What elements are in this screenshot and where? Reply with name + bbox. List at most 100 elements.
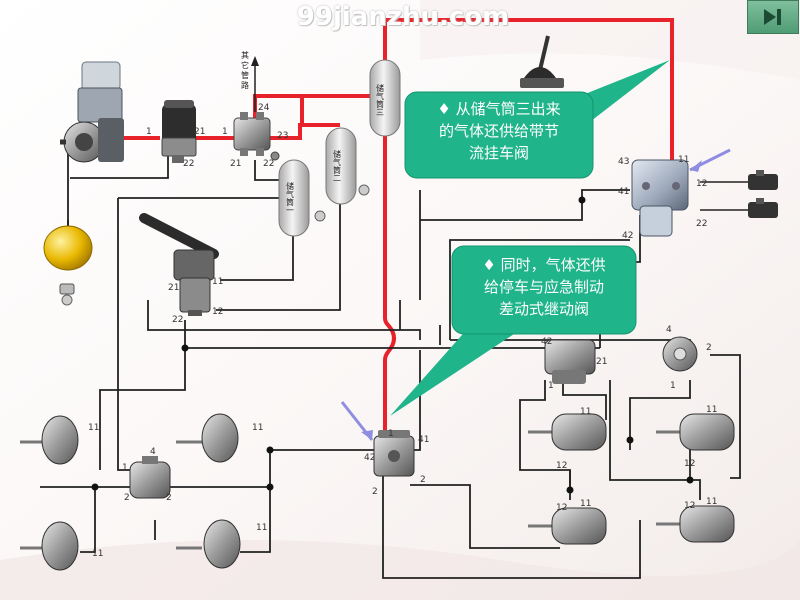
background-wave bbox=[0, 540, 800, 600]
port-number: 24 bbox=[258, 103, 270, 113]
foot-brake-valve bbox=[139, 213, 219, 316]
spring-brake-chamber-rear-1 bbox=[528, 413, 607, 451]
port-number: 1 bbox=[222, 127, 228, 137]
port-number: 22 bbox=[263, 159, 274, 169]
port-number: 22 bbox=[696, 219, 707, 229]
port-number: 41 bbox=[618, 187, 629, 197]
port-number: 11 bbox=[252, 423, 263, 433]
port-number: 1 bbox=[146, 127, 152, 137]
port-number: 11 bbox=[706, 405, 717, 415]
tank-3-label: 储气筒三 bbox=[376, 83, 385, 116]
callout-bubble-1 bbox=[404, 60, 670, 179]
callout-text-2: ♦ 同时，气体还供 给停车与应急制动 差动式继动阀 bbox=[452, 254, 636, 320]
callout-text-1: ♦ 从储气筒三出来 的气体还供给带节 流挂车阀 bbox=[405, 98, 593, 164]
callout-bullet: ♦ bbox=[437, 100, 451, 118]
other-circuit-label-3: 管 bbox=[241, 70, 249, 80]
port-number: 2 bbox=[372, 487, 378, 497]
tank3-to-relay-valve-line bbox=[383, 130, 396, 436]
air-tank-3 bbox=[369, 59, 401, 137]
port-number: 12 bbox=[556, 461, 567, 471]
port-number: 1 bbox=[388, 429, 394, 439]
port-number: 1 bbox=[670, 381, 676, 391]
trailer-pointer-arrow bbox=[689, 148, 731, 172]
port-number: 42 bbox=[541, 337, 552, 347]
next-slide-icon bbox=[764, 9, 781, 25]
relay-pointer-arrow bbox=[340, 401, 374, 441]
trailer-control-valve bbox=[631, 159, 689, 237]
emergency-relay-valve bbox=[544, 339, 596, 384]
port-number: 21 bbox=[194, 127, 205, 137]
air-tank-2 bbox=[325, 127, 370, 205]
other-circuit-label-4: 路 bbox=[241, 80, 249, 90]
other-circuit-label-2: 它 bbox=[241, 60, 249, 70]
callout-line: 的气体还供给带节 bbox=[438, 122, 559, 140]
port-number: 12 bbox=[212, 307, 223, 317]
air-tank-1 bbox=[278, 159, 326, 237]
port-number: 2 bbox=[166, 493, 172, 503]
coupling-head-12 bbox=[700, 170, 778, 190]
valve-to-tank2-line bbox=[268, 123, 340, 140]
callout-line: 给停车与应急制动 bbox=[483, 278, 604, 296]
front-brake-chamber-left-bottom bbox=[20, 521, 79, 571]
hand-brake-valve bbox=[520, 35, 564, 88]
port-number: 2 bbox=[124, 493, 130, 503]
front-brake-chamber-right-bottom bbox=[176, 519, 241, 569]
red-air-supply-lines bbox=[118, 18, 674, 436]
port-number: 11 bbox=[706, 497, 717, 507]
spring-brake-chamber-rear-4 bbox=[656, 505, 735, 543]
four-circuit-protection-valve bbox=[233, 112, 280, 161]
front-brake-chamber-left-top bbox=[20, 415, 79, 465]
spring-brake-chamber-rear-2 bbox=[528, 507, 607, 545]
condensate-reservoir bbox=[43, 220, 93, 306]
tank-2-label: 储气筒二 bbox=[333, 149, 342, 182]
port-number: 4 bbox=[666, 325, 672, 335]
port-number: 11 bbox=[88, 423, 99, 433]
port-number-labels: 1 21 22 1 24 23 21 22 21 11 22 12 43 11 … bbox=[88, 103, 717, 559]
port-number: 42 bbox=[622, 231, 633, 241]
port-number: 22 bbox=[172, 315, 183, 325]
port-number: 11 bbox=[678, 155, 689, 165]
port-number: 21 bbox=[230, 159, 241, 169]
front-brake-chamber-right-top bbox=[176, 413, 239, 463]
line-junctions bbox=[91, 196, 694, 494]
callout-line: 流挂车阀 bbox=[468, 144, 529, 162]
port-number: 11 bbox=[212, 277, 223, 287]
port-number: 11 bbox=[256, 523, 267, 533]
port-number: 2 bbox=[706, 343, 712, 353]
port-number: 11 bbox=[92, 549, 103, 559]
port-number: 22 bbox=[183, 159, 194, 169]
port-number: 4 bbox=[150, 447, 156, 457]
port-number: 41 bbox=[418, 435, 429, 445]
callout-bullet: ♦ bbox=[482, 256, 496, 274]
callout-line: ♦ 从储气筒三出来 bbox=[405, 98, 593, 120]
port-number: 12 bbox=[684, 501, 695, 511]
relay-valve bbox=[373, 430, 415, 477]
next-slide-button[interactable] bbox=[747, 0, 799, 34]
callout-line-text: 同时，气体还供 bbox=[500, 256, 606, 274]
port-number: 12 bbox=[556, 503, 567, 513]
port-number: 1 bbox=[548, 381, 554, 391]
air-dryer bbox=[161, 100, 197, 163]
differential-relay-valve bbox=[662, 336, 698, 372]
port-number: 12 bbox=[684, 459, 695, 469]
spring-brake-chamber-rear-3 bbox=[656, 413, 735, 451]
callout-line: 差动式继动阀 bbox=[498, 300, 589, 318]
coupling-head-22 bbox=[700, 198, 778, 218]
port-number: 21 bbox=[596, 357, 607, 367]
port-number: 12 bbox=[696, 179, 707, 189]
port-number: 21 bbox=[168, 283, 179, 293]
port-number: 43 bbox=[618, 157, 629, 167]
other-circuit-arrow bbox=[251, 56, 259, 112]
watermark-text: 99jianzhu.com bbox=[296, 2, 510, 32]
tank3-to-trailer-valve-line bbox=[383, 18, 674, 162]
air-compressor bbox=[60, 61, 124, 163]
port-number: 1 bbox=[122, 463, 128, 473]
callout-bubble-2 bbox=[390, 245, 637, 416]
port-number: 2 bbox=[420, 475, 426, 485]
port-number: 11 bbox=[580, 407, 591, 417]
quick-release-valve bbox=[129, 456, 171, 499]
port-number: 11 bbox=[580, 499, 591, 509]
tank-1-label: 储气筒一 bbox=[286, 181, 295, 214]
port-number: 23 bbox=[277, 131, 288, 141]
